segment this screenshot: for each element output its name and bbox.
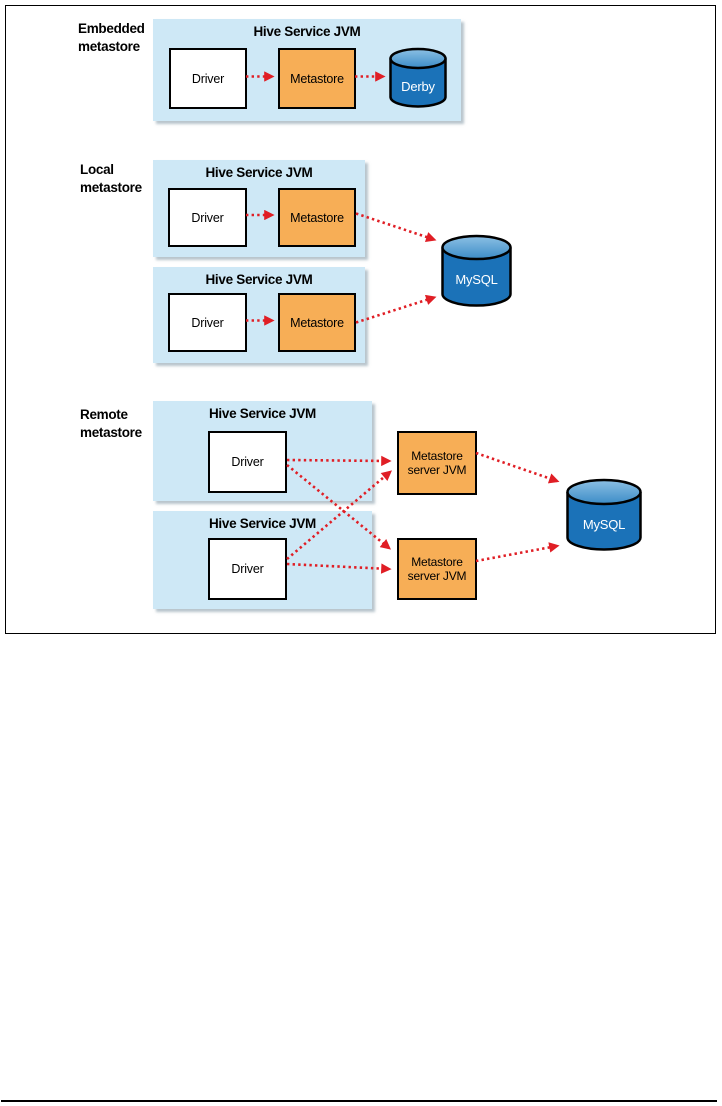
cylinder-shape	[389, 47, 447, 108]
cylinder-shape	[566, 478, 642, 551]
metastore-box: Metastore	[278, 293, 356, 352]
hive-service-jvm-box-local-2: Hive Service JVM Driver Metastore	[153, 267, 365, 363]
jvm-title: Hive Service JVM	[253, 24, 361, 39]
hive-service-jvm-box-remote-2: Hive Service JVM Driver	[153, 511, 372, 609]
driver-box: Driver	[208, 431, 287, 493]
hive-service-jvm-box-remote-1: Hive Service JVM Driver	[153, 401, 372, 501]
cylinder-shape	[441, 234, 512, 307]
driver-box: Driver	[168, 188, 247, 247]
mysql-database-cylinder-remote: MySQL	[565, 477, 643, 553]
database-label: Derby	[401, 79, 435, 94]
metastore-box: Metastore	[278, 188, 356, 247]
metastore-box: Metastore	[278, 48, 356, 109]
hive-service-jvm-box-local-1: Hive Service JVM Driver Metastore	[153, 160, 365, 257]
section-label-remote: Remote metastore	[80, 407, 142, 440]
jvm-title: Hive Service JVM	[208, 516, 317, 531]
derby-database-cylinder: Derby	[388, 46, 448, 110]
driver-box: Driver	[208, 538, 287, 600]
mysql-database-cylinder-local: MySQL	[440, 233, 513, 309]
driver-box: Driver	[169, 48, 247, 109]
page-footer-rule	[1, 1100, 717, 1102]
section-label-embedded: Embedded metastore	[78, 21, 145, 54]
jvm-title: Hive Service JVM	[205, 165, 313, 180]
section-label-local: Local metastore	[80, 162, 142, 195]
database-label: MySQL	[455, 272, 498, 287]
jvm-title: Hive Service JVM	[205, 272, 313, 287]
database-label: MySQL	[582, 517, 626, 532]
metastore-server-jvm-box-1: Metastore server JVM	[397, 431, 477, 495]
hive-service-jvm-box-embedded: Hive Service JVM Driver Metastore	[153, 19, 461, 121]
jvm-title: Hive Service JVM	[208, 406, 317, 421]
driver-box: Driver	[168, 293, 247, 352]
metastore-server-jvm-box-2: Metastore server JVM	[397, 538, 477, 600]
